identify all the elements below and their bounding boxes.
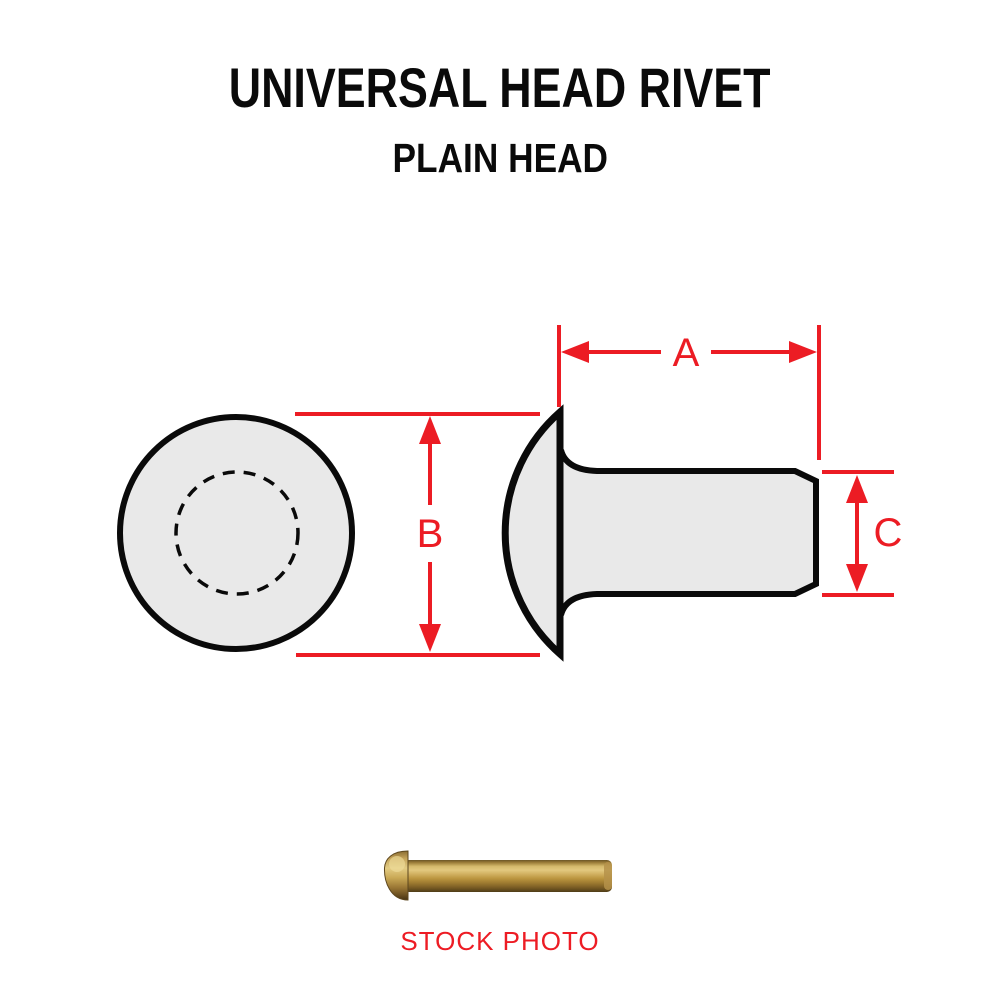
stock-photo-rivet-shank — [404, 860, 612, 892]
page-title-text: UNIVERSAL HEAD RIVET — [229, 56, 771, 119]
side-view-head-profile — [501, 404, 564, 662]
dim-b-arrowhead-bottom — [419, 624, 441, 652]
top-view-shank-hidden-circle — [174, 470, 300, 596]
dim-a-label: A — [673, 331, 700, 375]
page-subtitle: PLAIN HEAD — [0, 138, 1000, 179]
dim-c-arrowhead-top — [846, 475, 868, 503]
dim-c-arrowhead-bottom — [846, 564, 868, 592]
dim-b-label: B — [417, 512, 444, 556]
stock-photo-rivet — [383, 850, 612, 901]
stock-photo-caption: STOCK PHOTO — [400, 926, 600, 956]
dim-a-arrowhead-right — [789, 341, 817, 363]
stock-photo-rivet-head-highlight — [389, 856, 405, 872]
top-view-head-outline — [117, 414, 355, 652]
page-title: UNIVERSAL HEAD RIVET — [0, 60, 1000, 116]
dimension-a: A — [557, 325, 821, 460]
side-view-shank-profile — [558, 449, 819, 616]
rivet-top-view — [117, 414, 355, 652]
dim-c-label: C — [874, 511, 903, 555]
dim-b-arrowhead-top — [419, 416, 441, 444]
page-subtitle-text: PLAIN HEAD — [392, 135, 608, 181]
dimension-c: C — [822, 470, 903, 597]
dim-a-arrowhead-left — [561, 341, 589, 363]
rivet-side-view — [501, 404, 819, 662]
dimension-b: B — [295, 412, 540, 657]
stock-photo-rivet-shank-end — [604, 862, 612, 890]
